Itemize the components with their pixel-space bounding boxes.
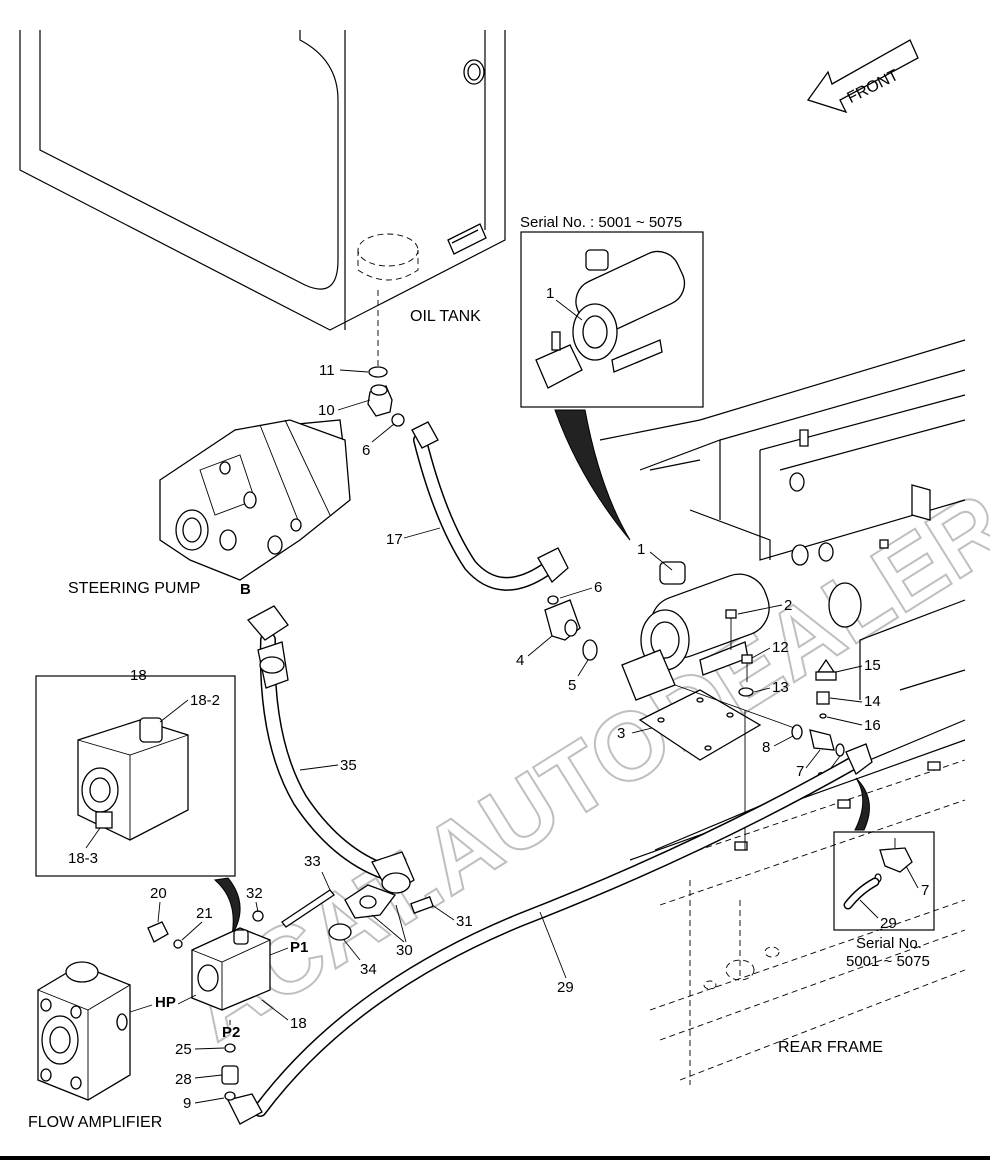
callout-18: 18 [290,1015,307,1032]
callout-30: 30 [396,942,413,959]
callout-3: 3 [617,725,625,742]
inset-right-callout-7: 7 [921,882,929,899]
inset-left-callout-18-2: 18-2 [190,692,220,709]
flow-amplifier-label: FLOW AMPLIFIER [28,1114,162,1131]
hose-17: 17 6 [386,421,602,605]
flow-amplifier: FLOW AMPLIFIER [28,961,162,1131]
inset-top-serial: Serial No. : 5001 ~ 5075 1 [520,214,704,541]
inset-top-title: Serial No. : 5001 ~ 5075 [520,214,682,231]
callout-21: 21 [196,905,213,922]
inset-right-title-2: 5001 ~ 5075 [846,953,930,970]
inset-right-serial: 7 29 Serial No. 5001 ~ 5075 [833,777,935,970]
callout-28: 28 [175,1071,192,1088]
elbow-4-oring-5: 4 5 [516,599,598,694]
inset-left-block-18: 18 18-2 18-3 [35,667,241,936]
rear-frame: REAR FRAME [599,339,966,1085]
port-p1-label: P1 [290,939,308,956]
inset-left-callout-18-3: 18-3 [68,850,98,867]
rear-frame-label: REAR FRAME [778,1039,883,1056]
callout-6a: 6 [362,442,370,459]
callout-2: 2 [784,597,792,614]
pump-unit-1: 1 2 3 [617,541,792,850]
oil-tank-label: OIL TANK [410,308,481,325]
inset-left-callout-18: 18 [130,667,147,684]
front-arrow: FRONT [806,39,919,114]
callout-25: 25 [175,1041,192,1058]
callout-10: 10 [318,402,335,419]
callout-14: 14 [864,693,881,710]
bottom-border [0,1156,990,1160]
callout-31: 31 [456,913,473,930]
callout-15: 15 [864,657,881,674]
callout-8: 8 [762,739,770,756]
steering-pump-label: STEERING PUMP [68,580,200,597]
inset-top-callout: 1 [546,285,554,302]
callout-29: 29 [557,979,574,996]
callout-34: 34 [360,961,377,978]
block-18: 32 P1 18 20 21 HP P2 25 28 9 [147,885,308,1112]
inset-right-title-1: Serial No. [856,935,922,952]
callout-7: 7 [796,763,804,780]
callout-5: 5 [568,677,576,694]
callout-13: 13 [772,679,789,696]
hose-35: 35 [246,605,415,896]
port-p2-label: P2 [222,1024,240,1041]
hose-29: 29 [227,743,873,1125]
callout-17: 17 [386,531,403,548]
callout-12: 12 [772,639,789,656]
callout-33: 33 [304,853,321,870]
callout-35: 35 [340,757,357,774]
callout-9b: 9 [183,1095,191,1112]
inset-right-callout-29: 29 [880,915,897,932]
port-b-label: B [240,581,251,598]
callout-16: 16 [864,717,881,734]
small-fittings-right: 12 13 15 14 16 8 7 9 [674,639,881,786]
callout-32: 32 [246,885,263,902]
tank-fittings: 11 10 6 [318,362,405,459]
callout-11: 11 [319,362,335,379]
flange-bolts: 31 30 33 34 [281,853,473,978]
callout-20: 20 [150,885,167,902]
callout-4: 4 [516,652,524,669]
callout-6b: 6 [594,579,602,596]
callout-1: 1 [637,541,645,558]
steering-pump: STEERING PUMP B [68,419,351,598]
port-hp-label: HP [155,994,176,1011]
oil-tank: OIL TANK [19,30,506,370]
